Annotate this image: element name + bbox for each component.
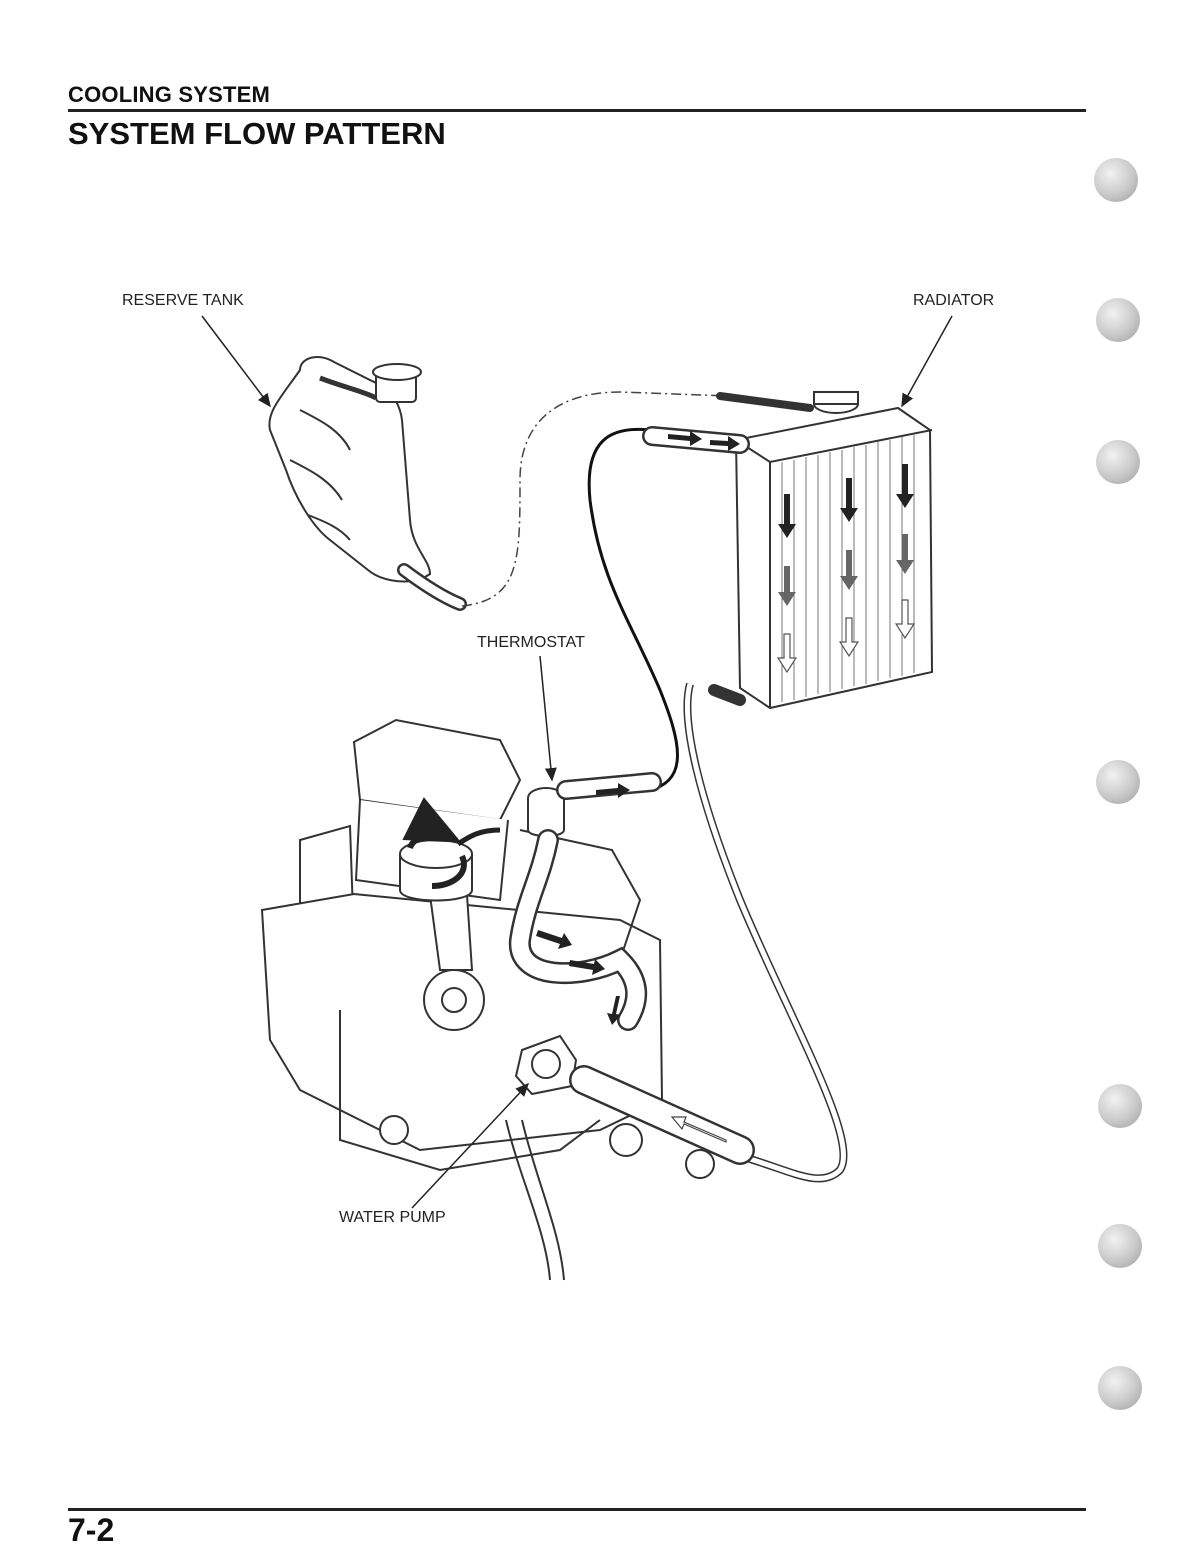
water-pump-label: WATER PUMP <box>339 1209 446 1226</box>
binder-tab-marker <box>1096 298 1140 342</box>
overflow-hose-line <box>461 391 731 607</box>
lower-hose <box>683 682 848 1183</box>
radiator <box>708 391 934 710</box>
engine <box>260 718 755 1281</box>
footer-rule <box>68 1508 1086 1511</box>
page-header: COOLING SYSTEM SYSTEM FLOW PATTERN <box>68 82 1086 152</box>
binder-tab-marker <box>1094 158 1138 202</box>
page-title: SYSTEM FLOW PATTERN <box>68 116 446 151</box>
binder-tab-marker <box>1096 760 1140 804</box>
section-label: COOLING SYSTEM <box>68 82 271 107</box>
reserve-tank-label: RESERVE TANK <box>122 292 244 309</box>
binder-tab-marker <box>1098 1084 1142 1128</box>
upper-hose-inlet <box>642 426 750 454</box>
binder-tab-marker <box>1098 1366 1142 1410</box>
thermostat-label: THERMOSTAT <box>477 634 585 651</box>
callout-leaders <box>201 315 953 1209</box>
upper-hose <box>587 427 679 792</box>
binder-tab-marker <box>1098 1224 1142 1268</box>
binder-tab-marker <box>1096 440 1140 484</box>
radiator-label: RADIATOR <box>913 292 995 309</box>
reserve-tank <box>268 355 467 611</box>
page-number: 7-2 <box>68 1512 115 1548</box>
header-rule <box>68 109 1086 112</box>
